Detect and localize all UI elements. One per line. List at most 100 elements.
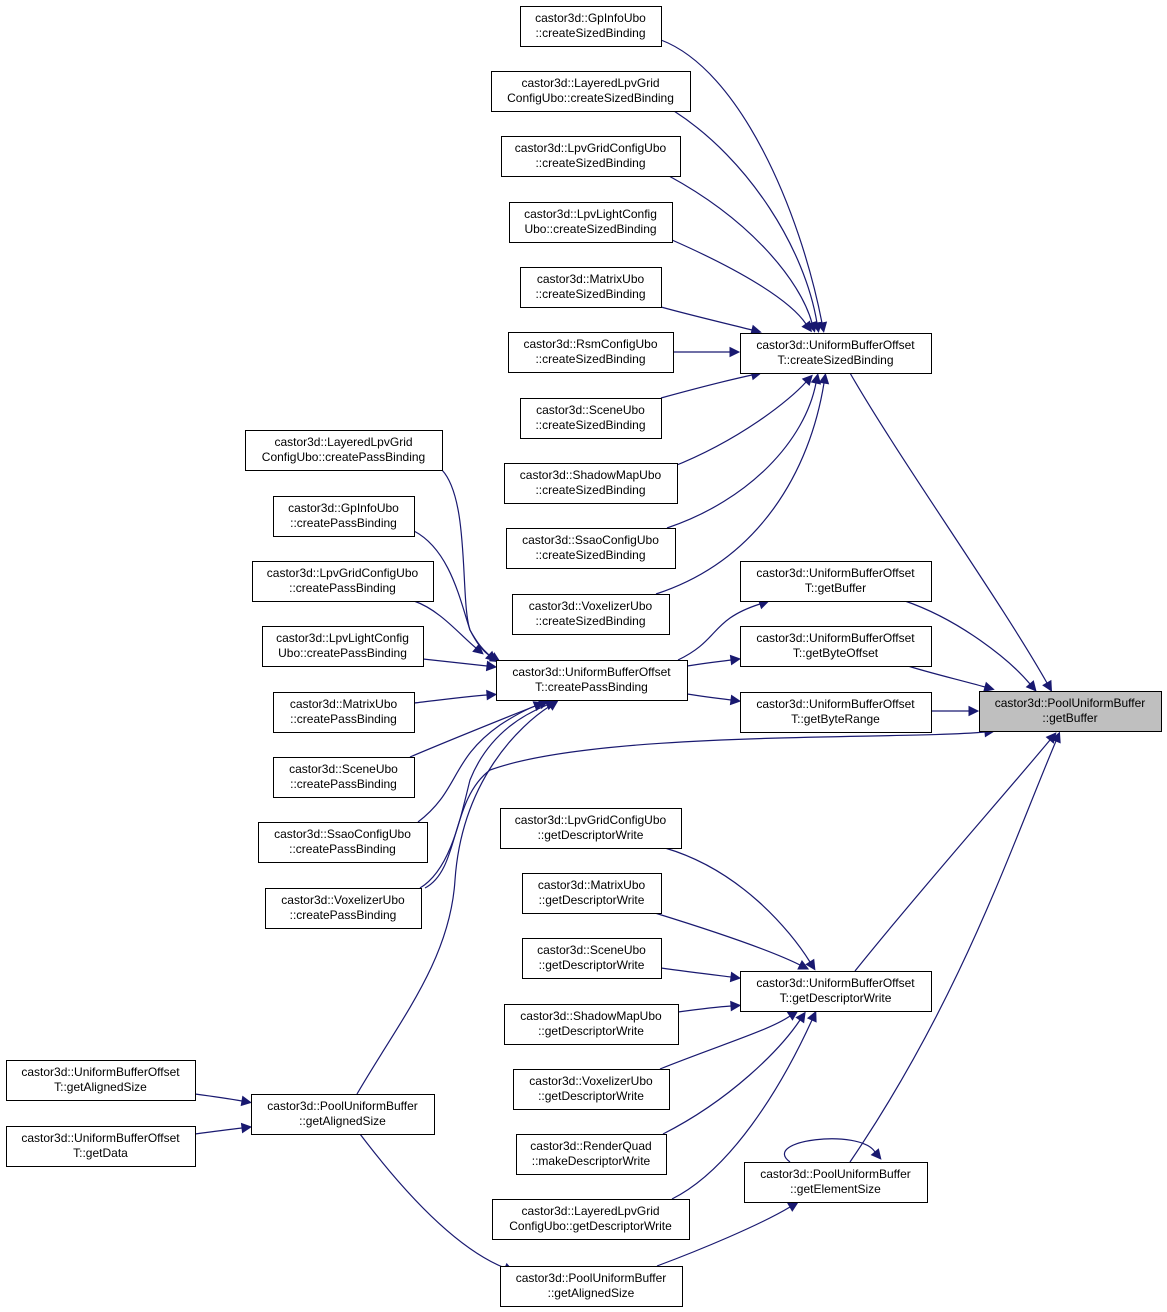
edge-s_lpvlight-to-csb — [671, 239, 807, 325]
node-s_shadow[interactable]: castor3d::ShadowMapUbo::createSizedBindi… — [504, 463, 678, 504]
edge-p_matrix-to-cpb — [413, 694, 488, 704]
edge-s_layered-to-csb — [673, 110, 818, 324]
node-p_ssao[interactable]: castor3d::SsaoConfigUbo::createPassBindi… — [258, 822, 428, 863]
edge-p_lpvgrid-to-cpb-arrowhead — [472, 643, 484, 655]
node-csb[interactable]: castor3d::UniformBufferOffsetT::createSi… — [740, 333, 932, 374]
edge-d_lpvgrid-to-gdw-arrowhead — [805, 958, 816, 971]
node-box — [520, 267, 662, 308]
node-gdw[interactable]: castor3d::UniformBufferOffsetT::getDescr… — [740, 971, 932, 1012]
edge-p_voxel-to-root — [424, 731, 986, 889]
edge-s_voxel-to-csb — [655, 382, 825, 595]
node-label-line: ConfigUbo::createPassBinding — [262, 450, 425, 464]
node-box — [251, 1094, 435, 1135]
node-label-line: ::createPassBinding — [289, 842, 396, 856]
node-s_voxel[interactable]: castor3d::VoxelizerUbo::createSizedBindi… — [512, 594, 670, 635]
edge-d_shadow-to-gdw — [677, 1005, 732, 1013]
node-box — [501, 136, 681, 177]
edge-d_layered-to-gdw — [671, 1019, 813, 1200]
node-box — [740, 971, 932, 1012]
node-box — [273, 757, 415, 798]
node-label-line: ::getDescriptorWrite — [538, 828, 644, 842]
edge-d_voxel-to-gdw — [659, 1015, 791, 1070]
node-label-line: ::createPassBinding — [289, 581, 396, 595]
node-s_rsm[interactable]: castor3d::RsmConfigUbo::createSizedBindi… — [508, 332, 674, 373]
node-label-line: castor3d::LpvGridConfigUbo — [515, 141, 667, 155]
node-d_voxel[interactable]: castor3d::VoxelizerUbo::getDescriptorWri… — [513, 1069, 670, 1110]
node-box — [516, 1134, 667, 1175]
node-d_layered[interactable]: castor3d::LayeredLpvGridConfigUbo::getDe… — [492, 1199, 690, 1240]
node-s_scene[interactable]: castor3d::SceneUbo::createSizedBinding — [520, 398, 662, 439]
node-p_layered[interactable]: castor3d::LayeredLpvGridConfigUbo::creat… — [245, 430, 443, 471]
node-d_matrix[interactable]: castor3d::MatrixUbo::getDescriptorWrite — [522, 873, 662, 914]
node-p_voxel[interactable]: castor3d::VoxelizerUbo::createPassBindin… — [265, 888, 422, 929]
node-label-line: ConfigUbo::createSizedBinding — [507, 91, 674, 105]
node-label-line: castor3d::VoxelizerUbo — [529, 1074, 653, 1088]
node-p_lpvlight[interactable]: castor3d::LpvLightConfigUbo::createPassB… — [262, 626, 424, 667]
edge-pgas2-to-ges — [656, 1206, 791, 1267]
edge-d_lpvgrid-to-gdw — [664, 847, 811, 963]
edge-s_shadow-to-csb-arrowhead — [801, 374, 813, 386]
node-label-line: ::createSizedBinding — [535, 614, 645, 628]
edge-ugd-to-pgas1-arrowhead — [240, 1122, 253, 1134]
node-box — [6, 1126, 196, 1167]
edge-csb-to-root-arrowhead — [1042, 679, 1053, 692]
edge-ugas-to-pgas1-arrowhead — [240, 1095, 252, 1107]
node-label-line: castor3d::SsaoConfigUbo — [522, 533, 659, 547]
node-label-line: castor3d::SceneUbo — [536, 403, 645, 417]
node-ges[interactable]: castor3d::PoolUniformBuffer::getElementS… — [744, 1162, 928, 1203]
node-root[interactable]: castor3d::PoolUniformBuffer::getBuffer — [979, 691, 1162, 732]
node-d_quad[interactable]: castor3d::RenderQuad::makeDescriptorWrit… — [516, 1134, 667, 1175]
node-label-line: castor3d::GpInfoUbo — [288, 501, 399, 515]
node-d_shadow[interactable]: castor3d::ShadowMapUbo::getDescriptorWri… — [504, 1004, 679, 1045]
node-ugas[interactable]: castor3d::UniformBufferOffsetT::getAlign… — [6, 1060, 196, 1101]
node-cpb[interactable]: castor3d::UniformBufferOffsetT::createPa… — [496, 660, 688, 701]
node-label-line: castor3d::SceneUbo — [537, 943, 646, 957]
node-pgas1[interactable]: castor3d::PoolUniformBuffer::getAlignedS… — [251, 1094, 435, 1135]
node-s_gpinfo[interactable]: castor3d::GpInfoUbo::createSizedBinding — [520, 6, 662, 47]
edge-gbo-to-root — [907, 665, 986, 688]
edge-pgas1-to-pgas2 — [359, 1133, 506, 1269]
node-s_lpvgrid[interactable]: castor3d::LpvGridConfigUbo::createSizedB… — [501, 136, 681, 177]
edge-gbuf-to-root-arrowhead — [1025, 680, 1037, 692]
node-label-line: ::getElementSize — [790, 1182, 881, 1196]
node-p_gpinfo[interactable]: castor3d::GpInfoUbo::createPassBinding — [273, 496, 415, 537]
node-label-line: castor3d::UniformBufferOffset — [756, 976, 915, 990]
node-p_lpvgrid[interactable]: castor3d::LpvGridConfigUbo::createPassBi… — [252, 561, 434, 602]
node-s_ssao[interactable]: castor3d::SsaoConfigUbo::createSizedBind… — [506, 528, 676, 569]
edge-p_layered-to-cpb — [441, 469, 493, 658]
node-box — [252, 561, 434, 602]
node-d_lpvgrid[interactable]: castor3d::LpvGridConfigUbo::getDescripto… — [500, 808, 682, 849]
edge-s_matrix-to-csb — [660, 306, 753, 331]
edge-s_scene-to-csb — [660, 374, 753, 399]
nodes-layer: castor3d::PoolUniformBuffer::getBufferca… — [6, 6, 1162, 1307]
node-gbuf[interactable]: castor3d::UniformBufferOffsetT::getBuffe… — [740, 561, 932, 602]
node-label-line: castor3d::LpvGridConfigUbo — [267, 566, 419, 580]
edge-d_scene-to-gdw — [660, 967, 732, 978]
node-s_lpvlight[interactable]: castor3d::LpvLightConfigUbo::createSized… — [509, 202, 673, 243]
edge-ges-to-root-arrowhead — [1050, 731, 1061, 744]
node-box — [740, 333, 932, 374]
edge-d_layered-to-gdw-arrowhead — [806, 1010, 817, 1023]
node-box — [492, 1199, 690, 1240]
node-label-line: T::createPassBinding — [535, 680, 648, 694]
node-box — [740, 692, 932, 733]
node-label-line: T::getByteOffset — [793, 646, 879, 660]
edge-cpb-to-gbo — [686, 659, 732, 667]
node-label-line: T::getDescriptorWrite — [780, 991, 892, 1005]
node-pgas2[interactable]: castor3d::PoolUniformBuffer::getAlignedS… — [500, 1266, 683, 1307]
node-gbo[interactable]: castor3d::UniformBufferOffsetT::getByteO… — [740, 626, 932, 667]
node-d_scene[interactable]: castor3d::SceneUbo::getDescriptorWrite — [522, 938, 662, 979]
node-label-line: castor3d::UniformBufferOffset — [21, 1131, 180, 1145]
node-label-line: T::getData — [73, 1146, 128, 1160]
node-label-line: ::getAlignedSize — [548, 1286, 635, 1300]
node-s_layered[interactable]: castor3d::LayeredLpvGridConfigUbo::creat… — [491, 71, 691, 112]
node-s_matrix[interactable]: castor3d::MatrixUbo::createSizedBinding — [520, 267, 662, 308]
node-label-line: T::getByteRange — [791, 712, 880, 726]
edge-pgas1-to-cpb — [356, 705, 551, 1095]
edge-gbuf-to-root — [904, 600, 1031, 685]
node-p_matrix[interactable]: castor3d::MatrixUbo::createPassBinding — [273, 692, 415, 733]
node-label-line: ::getAlignedSize — [299, 1114, 386, 1128]
node-p_scene[interactable]: castor3d::SceneUbo::createPassBinding — [273, 757, 415, 798]
node-gbr[interactable]: castor3d::UniformBufferOffsetT::getByteR… — [740, 692, 932, 733]
